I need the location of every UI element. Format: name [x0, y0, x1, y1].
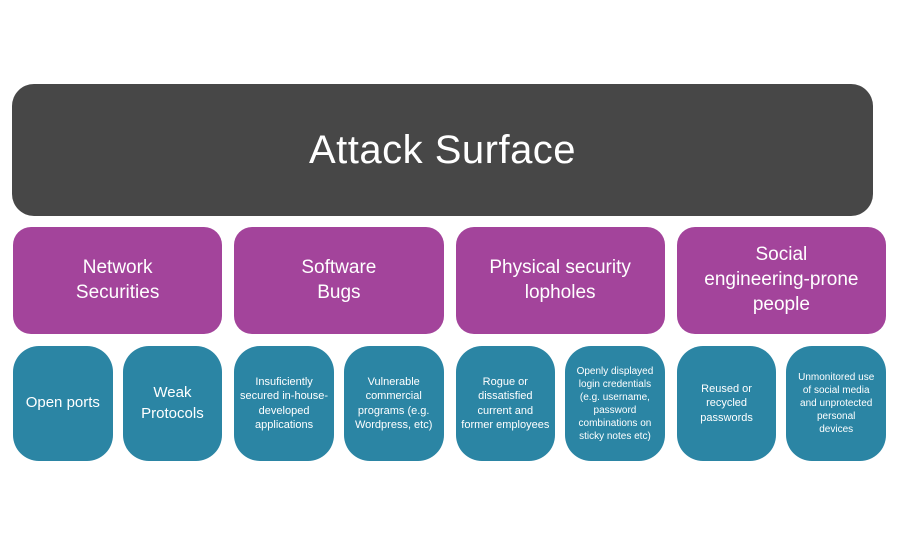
column-physical-security: Physical security lopholes Rogue or diss… [455, 227, 665, 461]
item-box-displayed-credentials: Openly displayed login credentials (e.g.… [565, 346, 665, 461]
column-network-securities: Network Securities Open ports Weak Proto… [13, 227, 223, 461]
item-box-reused-passwords: Reused or recycled passwords [676, 346, 777, 461]
column-social-engineering: Social engineering-prone people Reused o… [676, 227, 886, 461]
category-columns: Network Securities Open ports Weak Proto… [13, 227, 886, 461]
item-row: Rogue or dissatisfied current and former… [455, 346, 665, 461]
category-box-physical-security: Physical security lopholes [455, 227, 665, 334]
item-box-unmonitored-social-media: Unmonitored use of social media and unpr… [786, 346, 886, 461]
category-box-software-bugs: Software Bugs [234, 227, 444, 334]
column-software-bugs: Software Bugs Insuficiently secured in-h… [234, 227, 444, 461]
item-row: Open ports Weak Protocols [13, 346, 223, 461]
item-box-commercial-programs: Vulnerable commercial programs (e.g. Wor… [343, 346, 444, 461]
diagram-title-box: Attack Surface [12, 84, 873, 216]
item-row: Insuficiently secured in-house- develope… [234, 346, 444, 461]
item-box-open-ports: Open ports [13, 346, 113, 461]
diagram-title: Attack Surface [308, 127, 577, 172]
category-box-social-engineering: Social engineering-prone people [676, 227, 886, 334]
item-row: Reused or recycled passwords Unmonitored… [676, 346, 886, 461]
item-box-rogue-employees: Rogue or dissatisfied current and former… [455, 346, 556, 461]
item-box-weak-protocols: Weak Protocols [122, 346, 223, 461]
category-box-network-securities: Network Securities [13, 227, 223, 334]
item-box-inhouse-applications: Insuficiently secured in-house- develope… [234, 346, 334, 461]
